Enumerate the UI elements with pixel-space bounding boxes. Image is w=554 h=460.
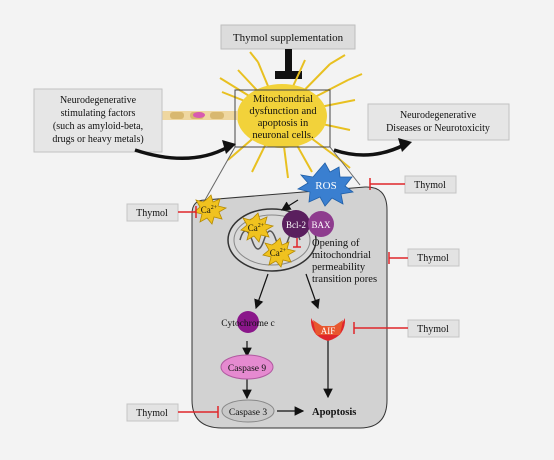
zoom-line-left bbox=[204, 146, 236, 201]
caspase-9-label: Caspase 9 bbox=[228, 364, 267, 374]
inhibition-t-bar-stem bbox=[285, 49, 292, 72]
calcium-burst-lower bbox=[262, 237, 297, 268]
factors-arrow bbox=[134, 145, 229, 160]
mptp-line-4: transition pores bbox=[312, 274, 377, 285]
caspase-9 bbox=[220, 354, 274, 380]
calcium-outer-label: Ca2+ bbox=[201, 205, 218, 215]
bcl2-protein bbox=[282, 210, 310, 238]
thymol-label-mptp: Thymol bbox=[417, 253, 449, 264]
ros-label: ROS bbox=[315, 180, 336, 192]
cytochrome-c-molecule bbox=[237, 311, 259, 333]
inhibition-t-bar-cross bbox=[275, 71, 302, 79]
calcium-burst-upper bbox=[240, 212, 275, 243]
calcium-burst-outer bbox=[193, 194, 228, 225]
neuron-illustration bbox=[160, 51, 363, 179]
factors-line-1: Neurodegenerative bbox=[60, 95, 137, 106]
bax-protein bbox=[308, 211, 334, 237]
ros-burst bbox=[296, 162, 354, 207]
thymol-label-aif: Thymol bbox=[417, 324, 449, 335]
thymol-label-calcium: Thymol bbox=[136, 208, 168, 219]
thymol-label-caspase3: Thymol bbox=[136, 408, 168, 419]
arrow-mito-to-cytochrome bbox=[254, 273, 269, 310]
mptp-line-1: Opening of bbox=[312, 238, 360, 249]
calcium-lower-label: Ca2+ bbox=[270, 248, 287, 258]
outcome-line-2: Diseases or Neurotoxicity bbox=[386, 123, 490, 134]
arrow-mito-to-aif bbox=[305, 273, 320, 310]
arrow-ros-to-mito bbox=[280, 199, 299, 211]
neurodegenerative-factors-box bbox=[33, 88, 163, 153]
thymol-supplementation-box bbox=[220, 24, 356, 50]
zoom-line-right bbox=[329, 146, 361, 186]
calcium-upper-label: Ca2+ bbox=[248, 223, 265, 233]
center-box-line-1: Mitochondrial bbox=[253, 94, 313, 105]
factors-line-3: (such as amyloid-beta, bbox=[53, 121, 143, 132]
thymol-supplementation-label: Thymol supplementation bbox=[233, 32, 344, 44]
outcome-line-1: Neurodegenerative bbox=[400, 110, 477, 121]
center-box-line-3: apoptosis in bbox=[258, 118, 309, 129]
aif-label: AIF bbox=[321, 326, 336, 336]
caspase-3-label: Caspase 3 bbox=[229, 408, 268, 418]
bcl2-label: Bcl-2 bbox=[286, 220, 306, 230]
caspase-3 bbox=[221, 399, 275, 423]
factors-line-4: drugs or heavy metals) bbox=[52, 134, 143, 145]
factors-line-2: stimulating factors bbox=[61, 108, 136, 119]
center-box-line-2: dysfunction and bbox=[249, 106, 317, 117]
apoptosis-label: Apoptosis bbox=[312, 407, 356, 418]
bax-label: BAX bbox=[311, 220, 331, 230]
center-box-line-4: neuronal cells. bbox=[252, 130, 313, 141]
aif-molecule bbox=[310, 318, 346, 341]
mitochondrial-dysfunction-box bbox=[234, 89, 331, 148]
cytochrome-c-label: Cytochrome c bbox=[221, 319, 275, 329]
mptp-line-3: permeability bbox=[312, 262, 366, 273]
outcome-arrow bbox=[333, 143, 405, 157]
thymol-label-ros: Thymol bbox=[414, 180, 446, 191]
mptp-line-2: mitochondrial bbox=[312, 250, 371, 261]
neurodegenerative-diseases-box bbox=[367, 103, 510, 141]
